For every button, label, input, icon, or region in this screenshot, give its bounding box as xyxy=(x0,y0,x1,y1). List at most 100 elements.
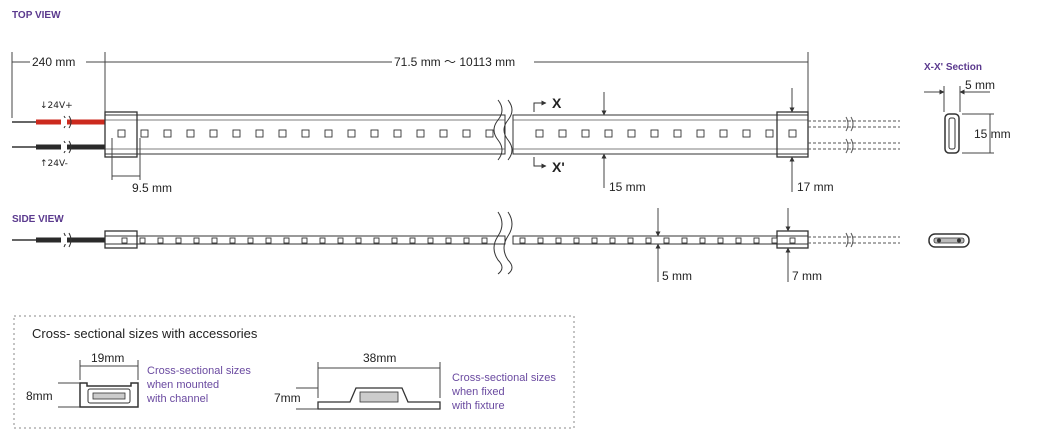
section-title: X-X' Section xyxy=(924,62,982,73)
led-chip xyxy=(558,129,567,138)
side-chip xyxy=(139,237,146,244)
side-chip xyxy=(735,237,742,244)
side-chip xyxy=(537,237,544,244)
side-chip xyxy=(427,237,434,244)
channel-caption-line-3: with channel xyxy=(146,393,208,405)
led-chip xyxy=(581,129,590,138)
led-chip xyxy=(278,129,287,138)
side-chip-row xyxy=(121,237,796,244)
fixture-caption-line-1: Cross-sectional sizes xyxy=(452,372,556,384)
side-chip xyxy=(789,237,796,244)
led-chip xyxy=(673,129,682,138)
led-chip xyxy=(439,129,448,138)
side-chip xyxy=(663,237,670,244)
side-chip xyxy=(481,237,488,244)
side-chip xyxy=(555,237,562,244)
fixture-height-label: 7mm xyxy=(274,391,301,405)
side-chip xyxy=(283,237,290,244)
side-chip xyxy=(573,237,580,244)
side-chip xyxy=(193,237,200,244)
led-chip xyxy=(140,129,149,138)
led-chip xyxy=(765,129,774,138)
end-view-profile xyxy=(928,233,970,248)
led-chip xyxy=(301,129,310,138)
side-chip xyxy=(355,237,362,244)
led-chip xyxy=(347,129,356,138)
side-chip xyxy=(409,237,416,244)
pitch-dimension xyxy=(111,138,141,180)
accessories-box xyxy=(13,315,575,429)
side-chip xyxy=(609,237,616,244)
strip-length-label: 71.5 mm ～ 10113 mm xyxy=(394,55,515,69)
led-chip xyxy=(719,129,728,138)
led-chip xyxy=(232,129,241,138)
led-chip xyxy=(650,129,659,138)
side-strip-thickness-label: 5 mm xyxy=(662,269,692,283)
pitch-label: 9.5 mm xyxy=(132,181,172,195)
led-chip xyxy=(462,129,471,138)
side-chip xyxy=(157,237,164,244)
led-chip xyxy=(485,129,494,138)
side-chip xyxy=(717,237,724,244)
led-chip-row xyxy=(117,129,797,138)
side-chip xyxy=(645,237,652,244)
side-chip xyxy=(519,237,526,244)
side-chip xyxy=(175,237,182,244)
led-chip xyxy=(370,129,379,138)
led-chip xyxy=(416,129,425,138)
led-chip xyxy=(696,129,705,138)
section-cut-marks xyxy=(533,100,547,169)
led-chip xyxy=(604,129,613,138)
side-chip xyxy=(391,237,398,244)
side-chip xyxy=(627,237,634,244)
section-mark-x: X xyxy=(552,95,562,111)
side-thickness-dimension xyxy=(655,208,791,282)
side-chip xyxy=(591,237,598,244)
endcap-width-label: 17 mm xyxy=(797,180,834,194)
side-chip xyxy=(319,237,326,244)
fixture-width-label: 38mm xyxy=(363,351,396,365)
channel-height-label: 8mm xyxy=(26,389,53,403)
channel-caption-line-1: Cross-sectional sizes xyxy=(147,365,251,377)
led-chip xyxy=(163,129,172,138)
side-chip xyxy=(337,237,344,244)
section-mark-x-prime: X' xyxy=(552,159,565,175)
channel-profile xyxy=(58,360,139,408)
fixture-caption-line-3: with fixture xyxy=(451,400,505,412)
channel-width-label: 19mm xyxy=(91,351,124,365)
accessories-title: Cross- sectional sizes with accessories xyxy=(32,326,258,341)
side-chip xyxy=(265,237,272,244)
side-chip xyxy=(681,237,688,244)
wire-negative-label: ↑24V- xyxy=(40,159,68,169)
side-chip xyxy=(445,237,452,244)
side-chip xyxy=(229,237,236,244)
side-view-heading: SIDE VIEW xyxy=(12,214,64,225)
led-chip xyxy=(627,129,636,138)
side-chip xyxy=(301,237,308,244)
section-profile xyxy=(924,86,994,154)
led-chip xyxy=(393,129,402,138)
led-chip xyxy=(535,129,544,138)
fixture-caption-line-2: when fixed xyxy=(451,386,505,398)
side-chip xyxy=(211,237,218,244)
wire-positive-label: ↓24V+ xyxy=(40,101,73,111)
side-chip xyxy=(247,237,254,244)
led-chip xyxy=(186,129,195,138)
side-chip xyxy=(753,237,760,244)
wires-top xyxy=(12,115,105,154)
section-thickness-label: 5 mm xyxy=(965,78,995,92)
side-chip xyxy=(121,237,128,244)
side-chip xyxy=(699,237,706,244)
led-chip xyxy=(324,129,333,138)
led-chip xyxy=(209,129,218,138)
lead-length-label: 240 mm xyxy=(32,55,75,69)
led-chip xyxy=(117,129,126,138)
top-view-heading: TOP VIEW xyxy=(12,10,61,21)
side-chip xyxy=(771,237,778,244)
side-chip xyxy=(463,237,470,244)
output-wires-top xyxy=(808,116,900,154)
fixture-profile xyxy=(296,362,441,410)
section-height-label: 15 mm xyxy=(974,127,1011,141)
channel-caption-line-2: when mounted xyxy=(146,379,219,391)
side-endcap-thickness-label: 7 mm xyxy=(792,269,822,283)
